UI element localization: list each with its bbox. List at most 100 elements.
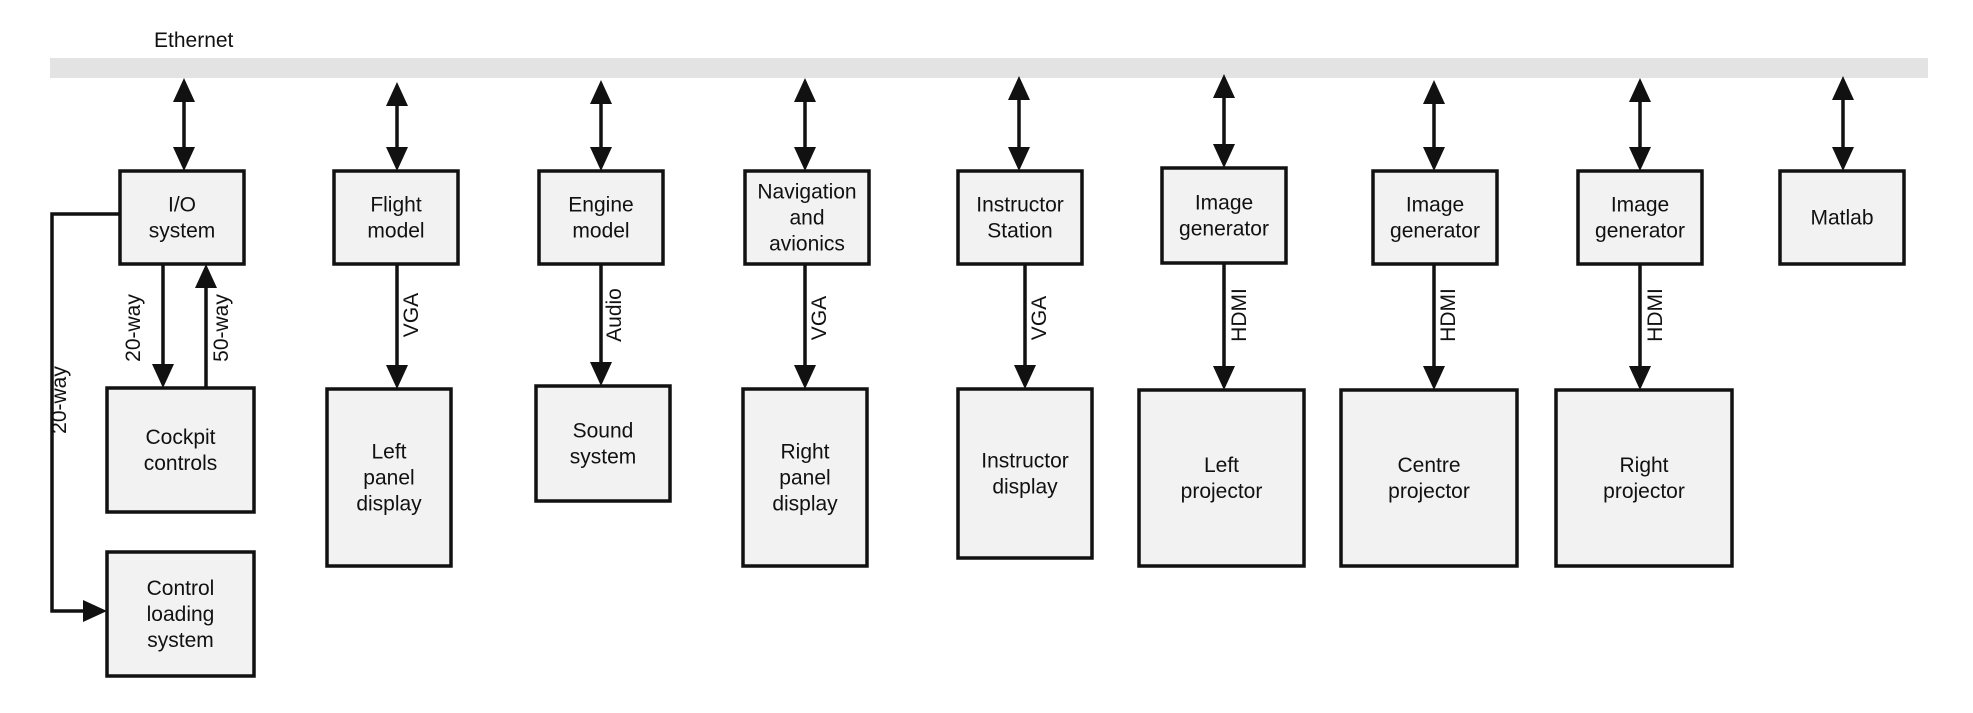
arrowhead-down (590, 147, 612, 171)
arrowhead-up (794, 78, 816, 102)
arrowhead-down (152, 364, 174, 388)
ethernet-label: Ethernet (154, 29, 234, 52)
box-frame (1778, 169, 1906, 266)
ethernet-bus (50, 58, 1928, 78)
box-label-line: Image (1611, 194, 1669, 217)
box-frame (118, 169, 246, 266)
arrowhead-down (1014, 365, 1036, 389)
arrowhead-right (83, 600, 107, 622)
arrowhead-up (1832, 76, 1854, 100)
link-label-ig1-to-left-projector: HDMI (1228, 288, 1251, 342)
box-frame (1137, 388, 1306, 568)
box-label-line: Matlab (1810, 207, 1873, 230)
box-label-line: Right (780, 441, 829, 464)
box-label-line: and (789, 207, 824, 230)
box-instructor-display: Instructor display (956, 387, 1094, 560)
arrowhead-up (590, 80, 612, 104)
box-label-line: Station (987, 220, 1052, 243)
box-label-line: Flight (370, 194, 422, 217)
box-label-line: Left (371, 441, 406, 464)
box-label-line: display (992, 476, 1058, 499)
arrowhead-up (173, 78, 195, 102)
arrowhead-down (590, 362, 612, 386)
box-label-line: panel (363, 467, 414, 490)
link-label-cockpit-to-io: 50-way (210, 294, 233, 362)
box-label-line: Cockpit (145, 426, 215, 449)
arrowhead-down (794, 365, 816, 389)
box-label-line: model (367, 220, 424, 243)
box-right-panel: Right panel display (741, 387, 869, 568)
box-label-line: projector (1388, 480, 1470, 503)
box-frame (1371, 169, 1499, 266)
arrowhead-down (1008, 147, 1030, 171)
box-image-gen-2: Image generator (1371, 169, 1499, 266)
box-label-line: generator (1390, 220, 1480, 243)
box-label-line: Image (1406, 194, 1464, 217)
arrowhead-down (1213, 144, 1235, 168)
box-label-line: Control (147, 577, 215, 600)
box-frame (956, 169, 1084, 266)
box-frame (1554, 388, 1734, 568)
arrowhead-down (1629, 147, 1651, 171)
box-label-line: Sound (573, 420, 634, 443)
arrowhead-down (386, 147, 408, 171)
arrowhead-down (1832, 147, 1854, 171)
box-label-line: avionics (769, 233, 845, 256)
boxes: I/OsystemFlightmodelEnginemodelNavigatio… (105, 166, 1906, 678)
box-frame (1576, 169, 1704, 266)
link-label-io-to-control-loading: 20-way (48, 366, 71, 434)
arrowhead-up (1629, 78, 1651, 102)
box-frame (332, 169, 460, 266)
arrowhead-down (1629, 366, 1651, 390)
link-label-ig3-to-right-projector: HDMI (1644, 288, 1667, 342)
arrowhead-up (195, 264, 217, 288)
box-label-line: system (149, 220, 216, 243)
link-label-nav-to-right-panel: VGA (808, 296, 831, 340)
box-label-line: Centre (1397, 454, 1460, 477)
box-label-line: system (147, 629, 214, 652)
arrowhead-down (386, 365, 408, 389)
box-label-line: loading (147, 603, 215, 626)
io-to-control-loading-connector (50, 212, 120, 613)
arrowhead-down (1423, 366, 1445, 390)
link-label-flight-to-left-panel: VGA (400, 293, 423, 337)
box-label-line: generator (1595, 220, 1685, 243)
box-label-line: Instructor (976, 194, 1064, 217)
box-label-line: panel (779, 467, 830, 490)
box-frame (956, 387, 1094, 560)
box-frame (325, 387, 453, 568)
box-label-line: Left (1204, 454, 1239, 477)
arrowhead-up (1008, 76, 1030, 100)
box-centre-projector: Centre projector (1339, 388, 1519, 568)
box-label-line: Instructor (981, 450, 1069, 473)
link-label-ig2-to-centre-projector: HDMI (1437, 288, 1460, 342)
box-frame (743, 169, 871, 266)
arrowhead-up (386, 82, 408, 106)
box-label-line: display (772, 493, 838, 516)
box-frame (105, 386, 256, 514)
box-matlab: Matlab (1778, 169, 1906, 266)
arrowhead-up (1423, 80, 1445, 104)
box-frame (741, 387, 869, 568)
box-frame (537, 169, 665, 266)
box-frame (534, 384, 672, 503)
box-flight-model: Flight model (332, 169, 460, 266)
box-frame (105, 550, 256, 678)
box-label-line: Right (1619, 454, 1668, 477)
box-frame (1339, 388, 1519, 568)
arrowhead-up (1213, 74, 1235, 98)
box-image-gen-3: Image generator (1576, 169, 1704, 266)
box-label-line: generator (1179, 218, 1269, 241)
